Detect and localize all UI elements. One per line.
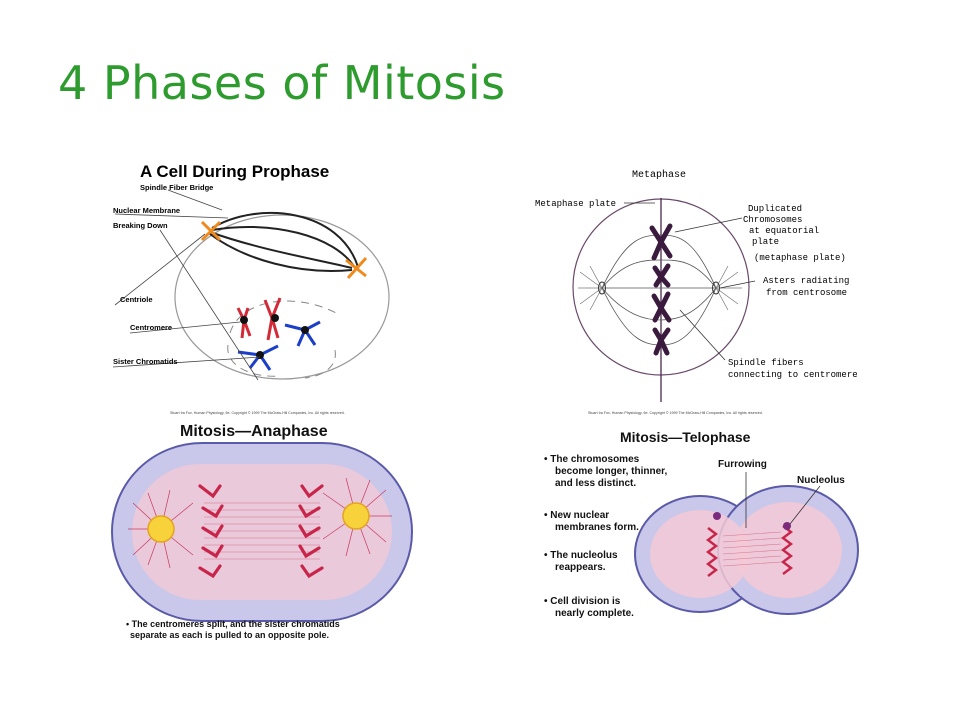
label-spindle-fiber-bridge: Spindle Fiber Bridge (140, 183, 213, 192)
label-duplicated: Duplicated (748, 204, 802, 214)
telophase-copyright: Stuart Ira Fox, Human Physiology, 6e. Co… (588, 411, 763, 415)
label-spindle-1: Spindle fibers (728, 358, 804, 368)
metaphase-diagram: Metaphase (530, 160, 870, 405)
label-nucleolus: Nucleolus (797, 475, 845, 486)
label-spindle-2: connecting to centromere (728, 370, 858, 380)
telophase-cell (634, 485, 859, 615)
label-metaphase-plate: Metaphase plate (535, 199, 616, 209)
label-centromere: Centromere (130, 323, 172, 332)
bullet-1-line-1: • The chromosomes (544, 454, 640, 465)
bullet-2-line-2: membranes form. (555, 522, 639, 533)
bullet-4-line-1: • Cell division is (544, 596, 621, 607)
label-breaking-down: Breaking Down (113, 221, 168, 230)
bullet-2-line-1: • New nuclear (544, 510, 609, 521)
label-sister-chromatids: Sister Chromatids (113, 357, 178, 366)
centrosome-icon (342, 502, 370, 530)
nucleolus-icon (783, 522, 791, 530)
prophase-diagram: A Cell During Prophase (100, 150, 400, 390)
label-furrowing: Furrowing (718, 459, 767, 470)
centrosome-icon (147, 515, 175, 543)
label-metaphase-plate-paren: (metaphase plate) (754, 253, 846, 263)
bullet-3-line-2: reappears. (555, 562, 606, 573)
prophase-leader-lines (112, 189, 261, 381)
label-at-equatorial: at equatorial (749, 226, 819, 236)
label-chromosomes: Chromosomes (743, 215, 802, 225)
telophase-title: Mitosis—Telophase (620, 429, 751, 445)
chromosome-icon (649, 223, 673, 356)
anaphase-title: Mitosis—Anaphase (180, 423, 328, 440)
label-asters-2: from centrosome (766, 288, 847, 298)
label-asters-1: Asters radiating (763, 276, 849, 286)
bullet-3-line-1: • The nucleolus (544, 550, 618, 561)
chromosome-icon (198, 484, 324, 579)
chromosome-icon (706, 525, 793, 577)
bullet-1-line-3: and less distinct. (555, 478, 636, 489)
metaphase-leader-lines (624, 202, 756, 361)
anaphase-caption-1: • The centromeres split, and the sister … (126, 619, 340, 629)
centrosome-icon (712, 281, 720, 295)
bullet-1-line-2: become longer, thinner, (555, 466, 667, 477)
nucleolus-icon (713, 512, 721, 520)
label-plate: plate (752, 237, 779, 247)
label-nuclear-membrane: Nuclear Membrane (113, 206, 180, 215)
prophase-title: A Cell During Prophase (140, 162, 329, 181)
anaphase-caption-2: separate as each is pulled to an opposit… (130, 630, 329, 640)
centromere-icon (240, 314, 309, 359)
telophase-diagram: Stuart Ira Fox, Human Physiology, 6e. Co… (528, 408, 868, 648)
anaphase-copyright: Stuart Ira Fox, Human Physiology, 6e. Co… (170, 411, 345, 415)
metaphase-title: Metaphase (632, 169, 686, 181)
anaphase-diagram: Stuart Ira Fox, Human Physiology, 6e. Co… (108, 408, 420, 648)
spindle-fibers (722, 531, 782, 567)
bullet-4-line-2: nearly complete. (555, 608, 634, 619)
prophase-spindle-fibers (209, 211, 359, 272)
slide-title: 4 Phases of Mitosis (58, 56, 506, 110)
centrosome-icon (598, 281, 606, 295)
centriole-icon (200, 220, 368, 280)
label-centriole: Centriole (120, 295, 153, 304)
prophase-cell-membrane (174, 214, 390, 380)
